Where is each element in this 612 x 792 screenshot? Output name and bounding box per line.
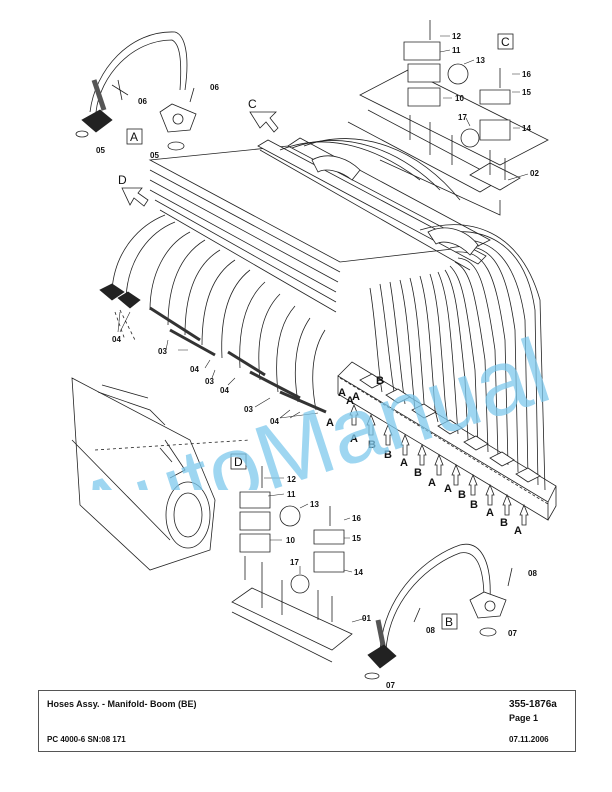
- flow-label: A: [346, 395, 354, 407]
- flow-label: A: [514, 525, 522, 537]
- callout-12-d: 12: [287, 475, 296, 484]
- flow-label: B: [376, 375, 384, 387]
- callout-13-c: 13: [476, 56, 485, 65]
- callout-08-b-left: 08: [426, 626, 435, 635]
- flow-label: A: [338, 387, 346, 399]
- callout-17-d: 17: [290, 558, 299, 567]
- part-number: 355-1876a: [509, 699, 557, 710]
- drawing-title: Hoses Assy. - Manifold- Boom (BE): [47, 699, 197, 709]
- callout-17-c: 17: [458, 113, 467, 122]
- flow-label: B: [470, 499, 478, 511]
- detail-a: [75, 31, 197, 151]
- machine-serial: PC 4000-6 SN:08 171: [47, 735, 126, 744]
- detail-c: [347, 20, 549, 216]
- detail-label-b: B: [445, 615, 453, 629]
- callout-15-d: 15: [352, 534, 361, 543]
- callout-leaders: [117, 35, 529, 623]
- flow-arrows: [349, 403, 529, 526]
- callout-11-c: 11: [452, 46, 461, 55]
- callout-07-b-right: 07: [508, 629, 517, 638]
- callout-06-a-right: 06: [210, 83, 219, 92]
- callout-01: 01: [362, 614, 371, 623]
- callout-12-c: 12: [452, 32, 461, 41]
- detail-label-a: A: [130, 130, 138, 144]
- flow-label: A: [400, 457, 408, 469]
- exploded-view-drawing: 12 11 13 10 16 15 14 17 02 06 06 05 05 0…: [71, 20, 557, 690]
- callout-04-1: 04: [112, 335, 121, 344]
- flow-label: B: [414, 467, 422, 479]
- callout-10-d: 10: [286, 536, 295, 545]
- callout-03-3: 03: [244, 405, 253, 414]
- view-arrow-c-label: C: [248, 97, 257, 111]
- view-arrow-d-label: D: [118, 173, 127, 187]
- callout-11-d: 11: [287, 490, 296, 499]
- detail-b: [364, 543, 513, 680]
- callout-03-2: 03: [205, 377, 214, 386]
- callout-06-a-left: 06: [138, 97, 147, 106]
- drawing-date: 07.11.2006: [509, 735, 549, 744]
- flow-label: B: [384, 449, 392, 461]
- callout-16-c: 16: [522, 70, 531, 79]
- callout-02: 02: [530, 169, 539, 178]
- flow-label: A: [444, 483, 452, 495]
- callout-10-c: 10: [455, 94, 464, 103]
- callout-13-d: 13: [310, 500, 319, 509]
- flow-label: A: [428, 477, 436, 489]
- view-arrow-d: [121, 187, 149, 207]
- detail-d: [230, 453, 353, 663]
- page-number: Page 1: [509, 713, 539, 723]
- callout-04-4: 04: [270, 417, 279, 426]
- detail-box-labels: A B C D C D: [118, 35, 510, 629]
- callout-labels: 12 11 13 10 16 15 14 17 02 06 06 05 05 0…: [96, 32, 539, 690]
- callout-14-c: 14: [522, 124, 531, 133]
- flow-label: A: [352, 391, 360, 403]
- callout-16-d: 16: [352, 514, 361, 523]
- callout-05-a-right: 05: [150, 151, 159, 160]
- view-arrow-c: [249, 111, 279, 133]
- watermark-text: AutoManual: [63, 320, 561, 490]
- flow-label: A: [326, 417, 334, 429]
- callout-08-b-right: 08: [528, 569, 537, 578]
- callout-14-d: 14: [354, 568, 363, 577]
- callout-03-1: 03: [158, 347, 167, 356]
- callout-04-2: 04: [190, 365, 199, 374]
- callout-15-c: 15: [522, 88, 531, 97]
- flow-label: A: [486, 507, 494, 519]
- hose-bundle: [94, 137, 546, 491]
- boom-section: [71, 377, 216, 571]
- flow-label: B: [500, 517, 508, 529]
- detail-label-c: C: [501, 35, 510, 49]
- watermark: AutoManual: [63, 320, 561, 490]
- flow-label: B: [368, 439, 376, 451]
- callout-04-3: 04: [220, 386, 229, 395]
- callout-05-a-left: 05: [96, 146, 105, 155]
- title-block: Hoses Assy. - Manifold- Boom (BE) 355-18…: [38, 690, 576, 752]
- flow-label: A: [350, 433, 358, 445]
- flow-label: B: [458, 489, 466, 501]
- callout-07-b-left: 07: [386, 681, 395, 690]
- detail-label-d: D: [234, 455, 243, 469]
